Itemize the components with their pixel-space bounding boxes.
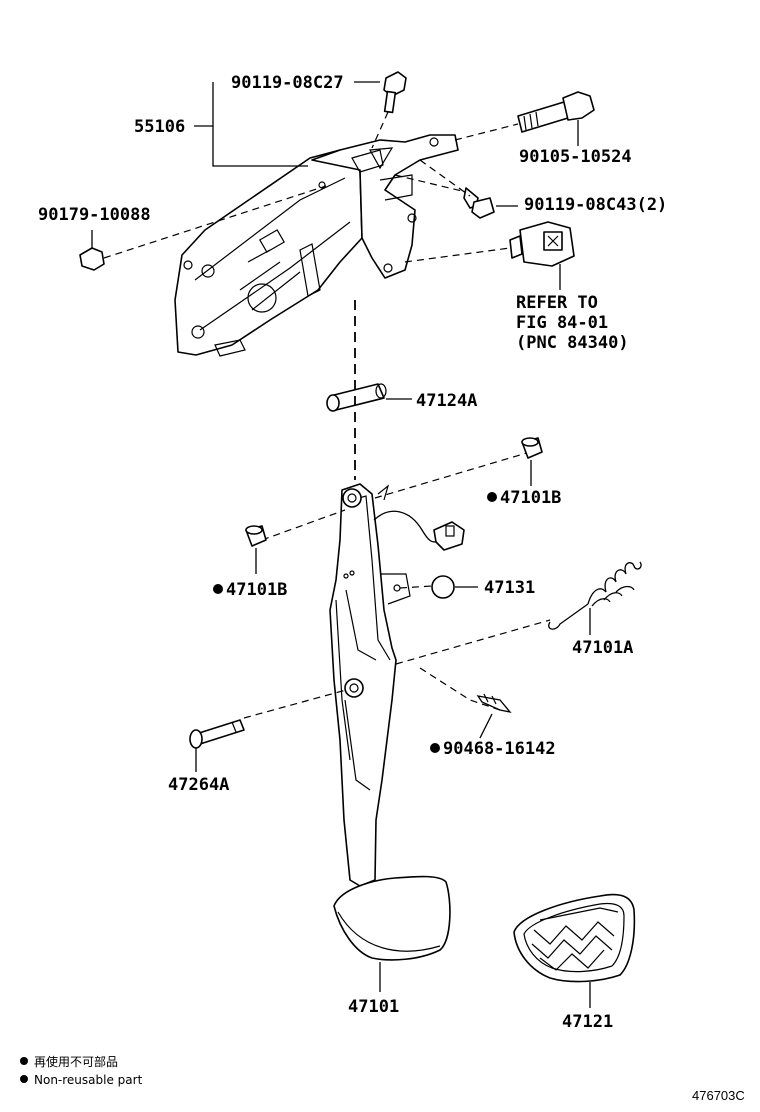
label-stopper: 47131 — [484, 578, 535, 598]
label-bushing-right: 47101B — [500, 488, 561, 508]
label-pin: 47264A — [168, 775, 229, 795]
pedal-pad-drawing — [513, 893, 636, 983]
legend-dot-icon — [20, 1075, 28, 1083]
pin-drawing — [189, 719, 245, 749]
non-reusable-dot-icon — [430, 743, 440, 753]
nut-drawing — [79, 247, 105, 271]
label-pedal: 47101 — [348, 997, 399, 1017]
label-nut: 90179-10088 — [38, 205, 151, 225]
label-refer-line3: (PNC 84340) — [516, 333, 629, 353]
brake-pedal-drawing — [329, 483, 465, 961]
side-bolt-drawing — [463, 187, 495, 219]
pedal-bracket-drawing — [174, 134, 459, 357]
sleeve-drawing — [326, 383, 387, 412]
bushing-left-drawing — [245, 525, 267, 547]
bushing-right-drawing — [521, 437, 543, 459]
pivot-bolt-drawing — [517, 91, 595, 133]
label-spring: 47101A — [572, 638, 633, 658]
clip-drawing — [476, 693, 512, 713]
label-sleeve: 47124A — [416, 391, 477, 411]
label-refer-line1: REFER TO — [516, 293, 598, 313]
label-bolt-top: 90119-08C27 — [231, 73, 344, 93]
catalog-number: 476703C — [692, 1088, 745, 1103]
non-reusable-dot-icon — [213, 584, 223, 594]
stop-lamp-switch-drawing — [509, 221, 575, 267]
label-bolt-pivot: 90105-10524 — [519, 147, 632, 167]
label-pad: 47121 — [562, 1012, 613, 1032]
label-clip: 90468-16142 — [443, 739, 556, 759]
legend-dot-icon — [20, 1057, 28, 1065]
label-bracket: 55106 — [134, 117, 185, 137]
label-bolt-side: 90119-08C43(2) — [524, 195, 667, 215]
stopper-drawing — [431, 575, 455, 599]
bolt-top-drawing — [383, 71, 407, 114]
label-refer-line2: FIG 84-01 — [516, 313, 608, 333]
non-reusable-dot-icon — [487, 492, 497, 502]
return-spring-drawing — [548, 561, 642, 630]
legend-english: Non-reusable part — [34, 1073, 143, 1087]
legend-japanese: 再使用不可部品 — [34, 1054, 118, 1069]
label-bushing-left: 47101B — [226, 580, 287, 600]
